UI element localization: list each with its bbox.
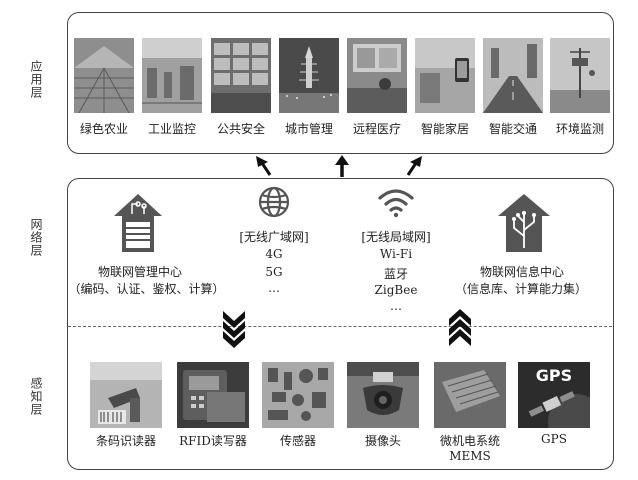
wan-item: … [254,281,294,295]
layer-label-perception: 感知层 [28,377,42,420]
factory-photo [142,38,202,113]
application-caption: 工业监控 [140,120,204,137]
mems-chip-photo [434,362,506,428]
monitoring-station-photo [550,38,610,113]
greenhouse-photo [74,38,134,113]
application-caption: 公共安全 [209,120,273,137]
application-caption: 智能家居 [413,120,477,137]
down-chevrons-icon [221,309,247,349]
management-center-title: 物联网管理中心 [80,263,200,280]
telemedicine-photo [347,38,407,113]
application-caption: 远程医疗 [345,120,409,137]
wan-item: 4G [254,247,294,261]
up-arrows [240,153,440,179]
smart-home-photo [415,38,475,113]
perception-caption-line2: MEMS [430,449,510,463]
perception-caption: 传感器 [258,432,338,449]
wifi-icon [376,186,416,218]
layer-label-network: 网络层 [28,218,42,261]
up-left-arrow-icon [256,156,270,175]
sensors-photo [262,362,334,428]
application-caption: 智能交通 [481,120,545,137]
lan-item: 蓝牙 [366,265,426,282]
layer-label-network-text: 网络层 [28,218,44,257]
perception-caption: 条码识读器 [86,432,166,449]
perception-caption: 微机电系统 [430,432,510,449]
monitor-wall-photo [211,38,271,113]
city-pagoda-photo [279,38,339,113]
lan-item: Wi-Fi [366,247,426,261]
lan-title: [无线局域网] [342,228,450,245]
info-center-title: 物联网信息中心 [462,263,582,280]
info-center-detail: （信息库、计算能力集） [446,280,596,297]
wan-item: 5G [254,265,294,279]
barcode-scanner-photo [90,362,162,428]
perception-caption: RFID读写器 [173,432,253,449]
globe-icon [257,185,291,219]
rfid-reader-photo [177,362,249,428]
traffic-road-photo [483,38,543,113]
management-center-detail: （编码、认证、鉴权、计算） [64,280,229,297]
lan-item: … [366,299,426,313]
application-caption: 环境监测 [548,120,612,137]
gps-photo: GPS [518,362,590,428]
up-chevrons-icon [447,309,473,349]
layer-label-application-text: 应用层 [28,60,44,99]
application-caption: 绿色农业 [72,120,136,137]
up-center-arrow-icon [335,155,349,177]
wan-title: [无线广域网] [220,228,328,245]
gps-overlay-text: GPS [518,366,590,385]
layer-label-application: 应用层 [28,60,42,103]
lan-item: ZigBee [366,283,426,297]
perception-caption: GPS [514,432,594,446]
layer-label-perception-text: 感知层 [28,377,44,416]
application-caption: 城市管理 [277,120,341,137]
house-tree-icon [496,192,552,254]
layer-separator-dashed [68,326,612,327]
house-circuit-icon [112,192,164,254]
perception-caption: 摄像头 [343,432,423,449]
camera-photo [347,362,419,428]
up-right-arrow-icon [408,156,422,175]
